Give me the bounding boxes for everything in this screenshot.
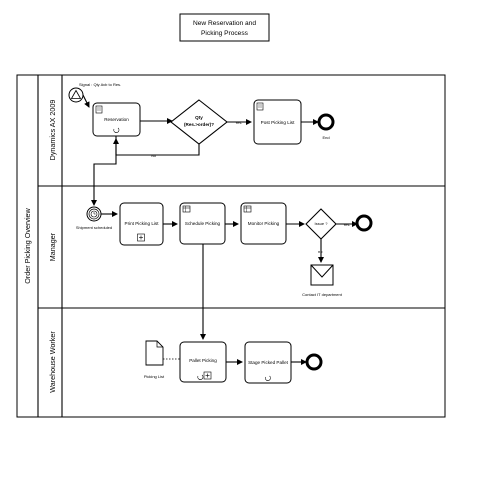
flow-label-yes-2: Yes bbox=[343, 222, 350, 227]
task-print-picking-list-label: Print Picking List bbox=[125, 221, 160, 226]
script-icon bbox=[256, 102, 264, 111]
gateway-qty-line2: (Res.>order)? bbox=[184, 122, 214, 127]
signal-start-event: Signal : Qty Avb to Res. bbox=[68, 82, 121, 103]
task-monitor-picking: Monitor Picking bbox=[240, 202, 287, 245]
table-icon bbox=[243, 205, 252, 213]
document-icon bbox=[145, 340, 164, 366]
script-icon bbox=[95, 105, 103, 114]
lane-label-dynamics: Dynamics AX 2009 bbox=[48, 100, 57, 161]
task-monitor-picking-label: Monitor Picking bbox=[248, 221, 280, 226]
task-schedule-picking: Schedule Picking bbox=[179, 202, 226, 245]
flow-label-no-1: No bbox=[151, 153, 157, 158]
loop-icon bbox=[264, 375, 271, 381]
end-event-1: End bbox=[317, 113, 335, 140]
signal-label: Signal : Qty Avb to Res. bbox=[79, 82, 121, 87]
clock-icon bbox=[90, 210, 98, 218]
triangle-icon bbox=[70, 89, 82, 99]
loop-icon bbox=[197, 374, 204, 380]
diagram-title: New Reservation and Picking Process bbox=[179, 13, 270, 42]
end-event-2 bbox=[355, 214, 373, 232]
flow-label-no-2: no bbox=[318, 249, 323, 254]
task-schedule-picking-label: Schedule Picking bbox=[185, 221, 221, 226]
message-event: Contact IT department bbox=[302, 264, 343, 297]
envelope-icon bbox=[310, 264, 334, 286]
plus-icon bbox=[137, 233, 145, 242]
task-reservation: Reservation bbox=[92, 102, 141, 137]
table-icon bbox=[182, 205, 191, 213]
task-pallet-picking-label: Pallet Picking bbox=[189, 358, 217, 363]
gateway-qty-line1: Qty bbox=[195, 115, 203, 120]
flow-label-yes-1: Yes bbox=[235, 120, 242, 125]
end-event-3 bbox=[305, 353, 323, 371]
task-stage-picked-pallet: Stage Picked Pallet bbox=[244, 341, 292, 384]
task-stage-picked-pallet-label: Stage Picked Pallet bbox=[248, 360, 289, 365]
gateway-qty: Qty (Res.>order)? bbox=[170, 99, 228, 145]
gateway-issue-label: Issue ? bbox=[315, 221, 329, 226]
lane-label-manager: Manager bbox=[48, 232, 57, 261]
title-line-1: New Reservation and bbox=[193, 20, 256, 27]
plus-icon bbox=[203, 371, 212, 380]
title-line-2: Picking Process bbox=[201, 30, 249, 37]
timer-start-event: Shipment scheduled bbox=[76, 206, 112, 230]
data-object-picking-list: Picking List bbox=[144, 340, 165, 379]
loop-icon bbox=[113, 127, 120, 133]
message-label: Contact IT department bbox=[302, 292, 343, 297]
task-pallet-picking: Pallet Picking bbox=[179, 341, 227, 383]
timer-label: Shipment scheduled bbox=[76, 225, 112, 230]
task-print-picking-list: Print Picking List bbox=[119, 202, 164, 246]
pool: Order Picking Overview Dynamics AX 2009 … bbox=[16, 74, 446, 418]
lane-label-warehouse: Warehouse Worker bbox=[48, 331, 57, 393]
pool-label: Order Picking Overview bbox=[23, 207, 32, 283]
task-reservation-label: Reservation bbox=[104, 117, 129, 122]
data-object-label: Picking List bbox=[144, 374, 165, 379]
task-post-picking-list: Post Picking List bbox=[253, 99, 302, 145]
task-post-picking-list-label: Post Picking List bbox=[261, 120, 295, 125]
end-event-label: End bbox=[322, 135, 329, 140]
